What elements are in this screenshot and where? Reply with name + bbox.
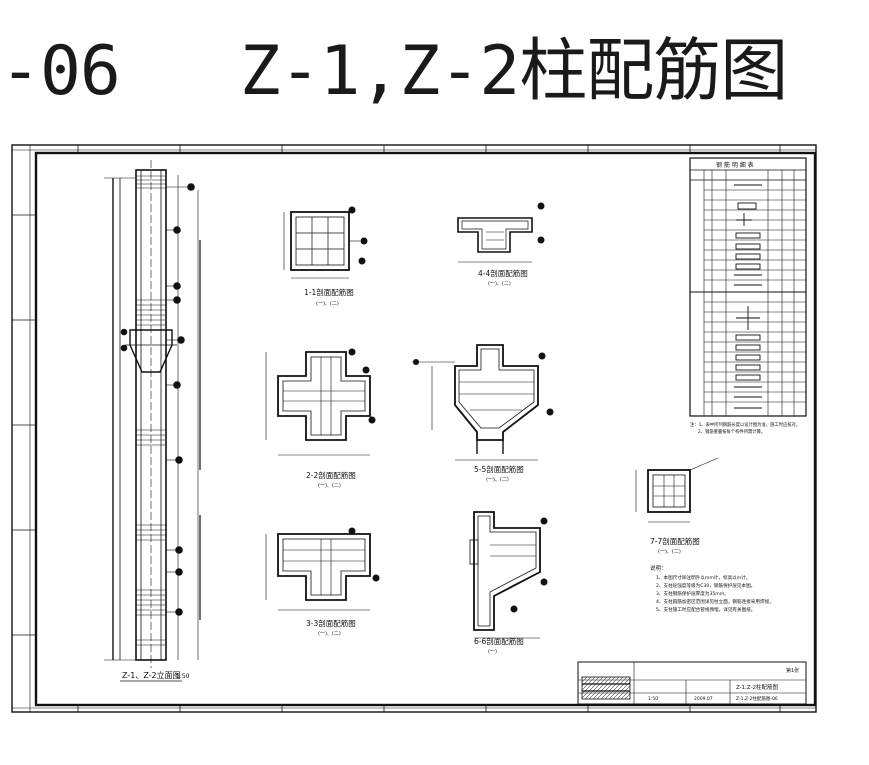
elevation-callouts <box>120 183 195 616</box>
section-6-6-callouts <box>510 517 548 613</box>
rebar-table-note-1: 注：1、表中所列钢筋长度以设计图为准，施工时应核对。 <box>690 421 800 428</box>
general-notes-title: 说明： <box>650 564 667 572</box>
rebar-table-rows <box>704 189 806 403</box>
general-note-3: 3、支柱钢筋保护层厚度为35mm。 <box>656 590 729 597</box>
section-6-6-title: 6-6剖面配筋图 <box>474 636 524 646</box>
column-stirrups <box>136 175 166 646</box>
frame-ticks <box>12 145 816 712</box>
section-1-1-title: 1-1剖面配筋图 <box>304 287 354 297</box>
elevation-scale: 1:50 <box>176 673 190 680</box>
title-block-sheet-no: 第1张 <box>786 667 799 674</box>
general-note-1: 1、本图尺寸除注明外以mm计，标高以m计。 <box>656 574 750 581</box>
section-6-6-sub: (一) <box>488 649 497 655</box>
section-1-1 <box>283 211 360 279</box>
section-3-3-title: 3-3剖面配筋图 <box>306 618 356 628</box>
section-7-7-sub: (一)、(二) <box>658 549 681 555</box>
section-3-3-sub: (一)、(二) <box>318 631 341 637</box>
section-4-4-sub: (一)、(二) <box>488 281 511 287</box>
title-block-date: 2009.07 <box>694 696 713 702</box>
rebar-shape-sketches <box>734 184 762 409</box>
section-4-4-title: 4-4剖面配筋图 <box>478 268 528 278</box>
rebar-table <box>689 157 807 417</box>
section-5-5-callouts <box>413 352 554 416</box>
general-note-5: 5、支柱施工时应配合管线预埋，详见有关图纸。 <box>656 606 755 613</box>
section-1-1-callouts <box>348 206 368 265</box>
section-5-5 <box>412 344 539 461</box>
column-elevation <box>104 160 201 668</box>
section-7-7 <box>635 457 719 523</box>
section-3-3-callouts <box>348 527 380 582</box>
title-block-drawing-name: Z-1,Z-2柱配筋图 <box>736 683 779 691</box>
section-1-1-sub: (一)、(二) <box>316 301 339 307</box>
elevation-title: Z-1、Z-2立面图 <box>122 670 181 680</box>
section-3-3 <box>265 533 371 611</box>
section-2-2-sub: (一)、(二) <box>318 483 341 489</box>
section-2-2-callouts <box>348 348 376 424</box>
general-note-2: 2、支柱砼强度等级为C30，钢筋保护层见本图。 <box>656 582 755 589</box>
title-block-logo <box>581 676 631 700</box>
title-block-scale: 1:50 <box>648 696 658 702</box>
section-5-5-title: 5-5剖面配筋图 <box>474 464 524 474</box>
section-6-6 <box>469 511 541 639</box>
section-7-7-title: 7-7剖面配筋图 <box>650 536 700 546</box>
title-block-drawing-no: Z-1,Z-2柱配筋图-06 <box>736 695 778 702</box>
drawing-title: -06 Z-1,Z-2柱配筋图 <box>0 32 788 111</box>
section-2-2-title: 2-2剖面配筋图 <box>306 470 356 480</box>
sheet-frame <box>11 144 817 713</box>
elevation-label-group: Z-1、Z-2立面图 1:50 <box>120 670 190 682</box>
rebar-table-title: 钢 筋 明 细 表 <box>716 161 754 169</box>
section-4-4 <box>457 217 533 263</box>
section-4-4-callouts <box>537 202 545 244</box>
rebar-table-note-2: 2、钢筋重量按每个构件所需计算。 <box>698 428 765 435</box>
section-5-5-sub: (一)、(二) <box>486 477 509 483</box>
section-2-2 <box>265 351 371 456</box>
general-note-4: 4、支柱箍筋加密区范围详见柱立面，钢筋连接采用焊接。 <box>656 598 774 605</box>
